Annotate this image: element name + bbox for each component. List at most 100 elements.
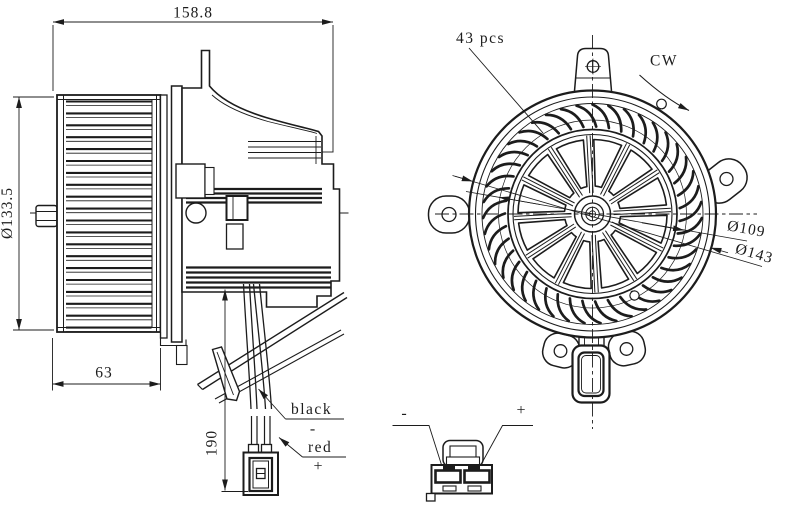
fan-blades-part bbox=[607, 104, 623, 133]
front-view: 43 pcs CW Ø109 Ø143 bbox=[427, 30, 775, 429]
black-wire-label: black bbox=[291, 401, 332, 418]
wheel-spokes-part bbox=[557, 233, 585, 285]
fan-blades-part bbox=[676, 216, 704, 235]
fan-blades bbox=[481, 103, 704, 325]
wheel-openings-part bbox=[555, 139, 588, 190]
dim-cage-depth-value: 63 bbox=[95, 365, 113, 382]
fan-blades-part bbox=[660, 131, 670, 163]
dim-wire-length: 190 bbox=[204, 287, 248, 492]
black-wire bbox=[242, 283, 252, 410]
cw-arrow bbox=[639, 74, 690, 111]
red-wire-callout: red + bbox=[278, 437, 346, 475]
red-wire-polarity: + bbox=[313, 458, 322, 475]
plug-plus-label: + bbox=[516, 402, 525, 419]
fan-blades-part bbox=[556, 292, 571, 323]
cage-ribs bbox=[66, 100, 152, 333]
black-wire-callout: black - bbox=[258, 388, 344, 438]
dim-diameter: Ø133.5 bbox=[0, 96, 54, 331]
fan-blades-part bbox=[673, 155, 688, 185]
plug-view: - + bbox=[392, 402, 533, 502]
fan-blades-part bbox=[622, 107, 635, 138]
wheel-openings-part bbox=[593, 138, 623, 189]
motor-housing bbox=[175, 49, 348, 404]
plug-minus-label: - bbox=[401, 405, 406, 422]
wheel-spokes-part bbox=[523, 176, 575, 204]
wheel-spokes-part bbox=[527, 226, 577, 259]
plug-slot-minus bbox=[434, 469, 462, 484]
wheel-spokes-part bbox=[610, 224, 662, 252]
fan-blades-part bbox=[497, 150, 530, 159]
fan-blades-part bbox=[501, 249, 515, 280]
wheel-openings-part bbox=[597, 238, 630, 289]
dim-inner-diameter-value: Ø109 bbox=[726, 217, 767, 240]
bracket-blade bbox=[211, 346, 241, 402]
plug-terminal-tab-left bbox=[443, 465, 455, 471]
fan-blades-part bbox=[544, 113, 573, 131]
fan-blades-part bbox=[676, 169, 695, 197]
bottom-left-mount-tab bbox=[541, 332, 581, 369]
wheel-openings-part bbox=[562, 239, 592, 290]
wheel-spokes-part bbox=[550, 146, 583, 196]
wheel-spokes-part bbox=[604, 230, 638, 280]
plug-body bbox=[425, 439, 493, 502]
fan-blades-part bbox=[510, 260, 521, 292]
blade-count-callout: 43 pcs bbox=[456, 30, 544, 134]
fan-blades-part bbox=[543, 287, 555, 318]
rim-nub bbox=[656, 98, 667, 110]
blade-count-label: 43 pcs bbox=[456, 30, 505, 47]
fan-blades-part bbox=[591, 103, 611, 130]
dim-width-value: 158.8 bbox=[173, 5, 213, 22]
fan-blades-part bbox=[575, 104, 598, 128]
dim-outer-diameter-value: Ø143 bbox=[733, 240, 775, 267]
dim-diameter-value: Ø133.5 bbox=[0, 187, 16, 239]
wheel-spokes-part bbox=[610, 172, 660, 205]
fan-blades-part bbox=[506, 139, 539, 148]
wires bbox=[242, 283, 273, 454]
wheel-spokes-part bbox=[586, 135, 591, 194]
wheel-openings-part bbox=[610, 229, 658, 275]
wheel-spokes-part bbox=[547, 148, 581, 198]
wheel-spokes-part bbox=[600, 143, 628, 195]
fan-blades-part bbox=[485, 174, 515, 188]
fan-blades-part bbox=[618, 295, 648, 311]
rotation-label: CW bbox=[650, 53, 678, 70]
wheel-spokes-part bbox=[554, 231, 582, 284]
fan-blades-part bbox=[482, 186, 511, 204]
fan-blades-part bbox=[568, 297, 586, 325]
fan-blades-part bbox=[678, 184, 700, 210]
fan-blades-part bbox=[672, 232, 702, 248]
dim-width: 158.8 bbox=[52, 5, 334, 152]
plug-minus-leader bbox=[392, 425, 443, 469]
left-mount-tab bbox=[427, 195, 471, 234]
inline-connector bbox=[242, 451, 279, 496]
wheel-spokes-part bbox=[602, 232, 635, 282]
fan-blades-part bbox=[581, 299, 602, 325]
black-wire-polarity: - bbox=[310, 421, 315, 438]
fan-blades-part bbox=[667, 248, 698, 260]
wheel-openings-part bbox=[617, 177, 668, 210]
plug-plus-leader bbox=[477, 425, 533, 471]
fan-blades-part bbox=[559, 107, 585, 129]
red-wire-label: red bbox=[308, 439, 332, 456]
fan-blades-part bbox=[667, 142, 680, 173]
fan-blades-part bbox=[487, 224, 508, 251]
dim-cage-depth: 63 bbox=[52, 338, 161, 391]
wheel-openings-part bbox=[517, 218, 568, 251]
fan-blades-part bbox=[520, 270, 529, 303]
fan-blades-part bbox=[651, 275, 683, 283]
fan-blades-part bbox=[490, 162, 522, 173]
dim-inner-diameter: Ø109 bbox=[465, 191, 767, 242]
wheel-spokes-part bbox=[603, 144, 631, 197]
wheel-spokes-part bbox=[611, 221, 664, 249]
fan-blades-part bbox=[518, 129, 549, 141]
wheel-openings-part bbox=[527, 153, 575, 199]
fan-blades-part bbox=[637, 113, 648, 145]
fan-blades-part bbox=[651, 121, 659, 153]
shaft-stub bbox=[35, 204, 58, 228]
wheel-spokes-part bbox=[613, 211, 672, 216]
wheel-spokes-part bbox=[514, 216, 572, 221]
plug-slot-plus bbox=[463, 469, 491, 484]
fan-blades-part bbox=[530, 120, 561, 135]
